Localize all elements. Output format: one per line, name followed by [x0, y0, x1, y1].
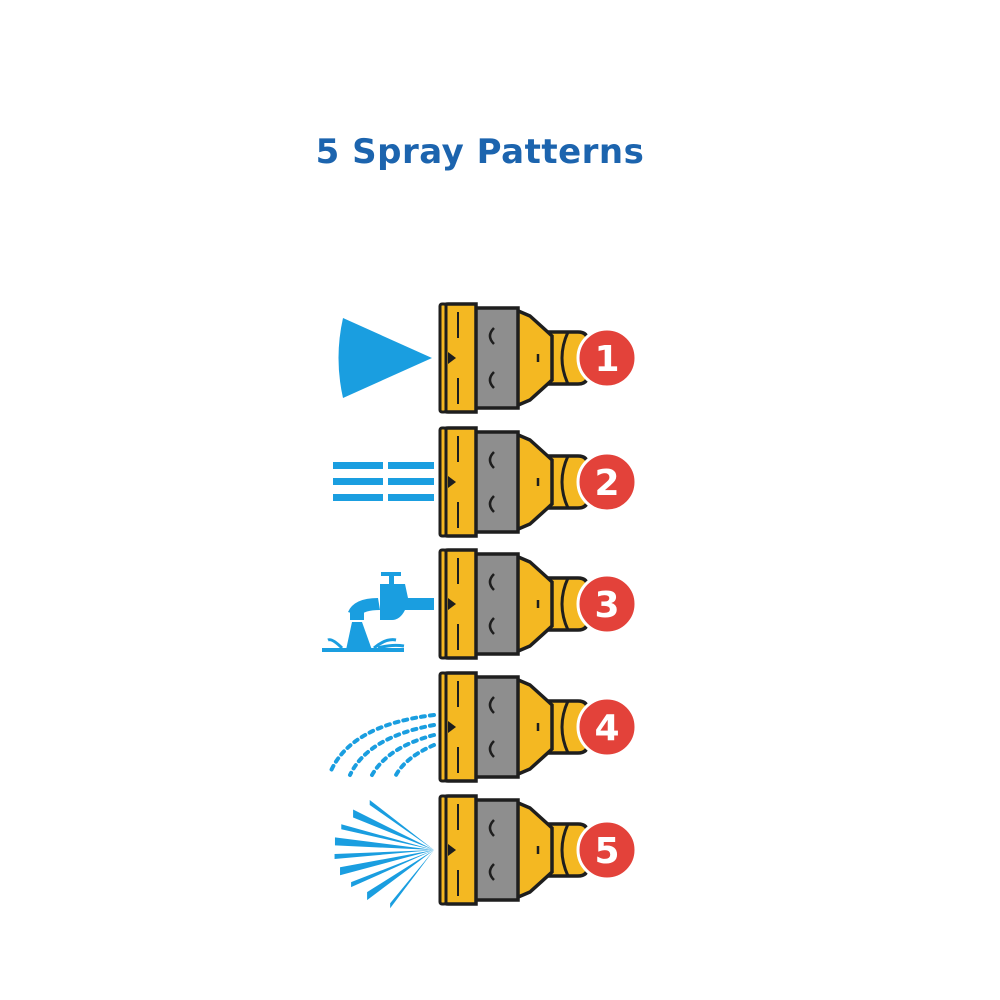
- number-badge: 3: [576, 573, 638, 635]
- jet-stream-icon: [333, 462, 434, 501]
- tap-flow-icon: [322, 572, 434, 652]
- mist-shower-icon: [328, 713, 436, 777]
- nozzle-icon: [438, 548, 590, 660]
- badge-number: 2: [594, 463, 619, 504]
- pattern-row-1: 1: [338, 302, 638, 414]
- nozzle-icon: [438, 671, 590, 783]
- pattern-row-2: 2: [333, 426, 638, 538]
- nozzle-icon: [438, 302, 590, 414]
- number-badge: 4: [576, 696, 638, 758]
- badge-number: 4: [594, 708, 619, 749]
- number-badge: 1: [576, 327, 638, 389]
- fan-spray-icon: [334, 800, 434, 909]
- badge-number: 5: [594, 831, 619, 872]
- badge-number: 1: [594, 339, 619, 380]
- number-badge: 5: [576, 819, 638, 881]
- number-badge: 2: [576, 451, 638, 513]
- page-title: 5 Spray Patterns: [315, 132, 645, 172]
- nozzle-icon: [438, 794, 590, 906]
- pattern-row-4: 4: [328, 671, 638, 783]
- badge-number: 3: [594, 585, 619, 626]
- cone-spray-icon: [338, 318, 432, 398]
- nozzle-icon: [438, 426, 590, 538]
- pattern-row-5: 5: [334, 794, 638, 909]
- pattern-row-3: 3: [322, 548, 638, 660]
